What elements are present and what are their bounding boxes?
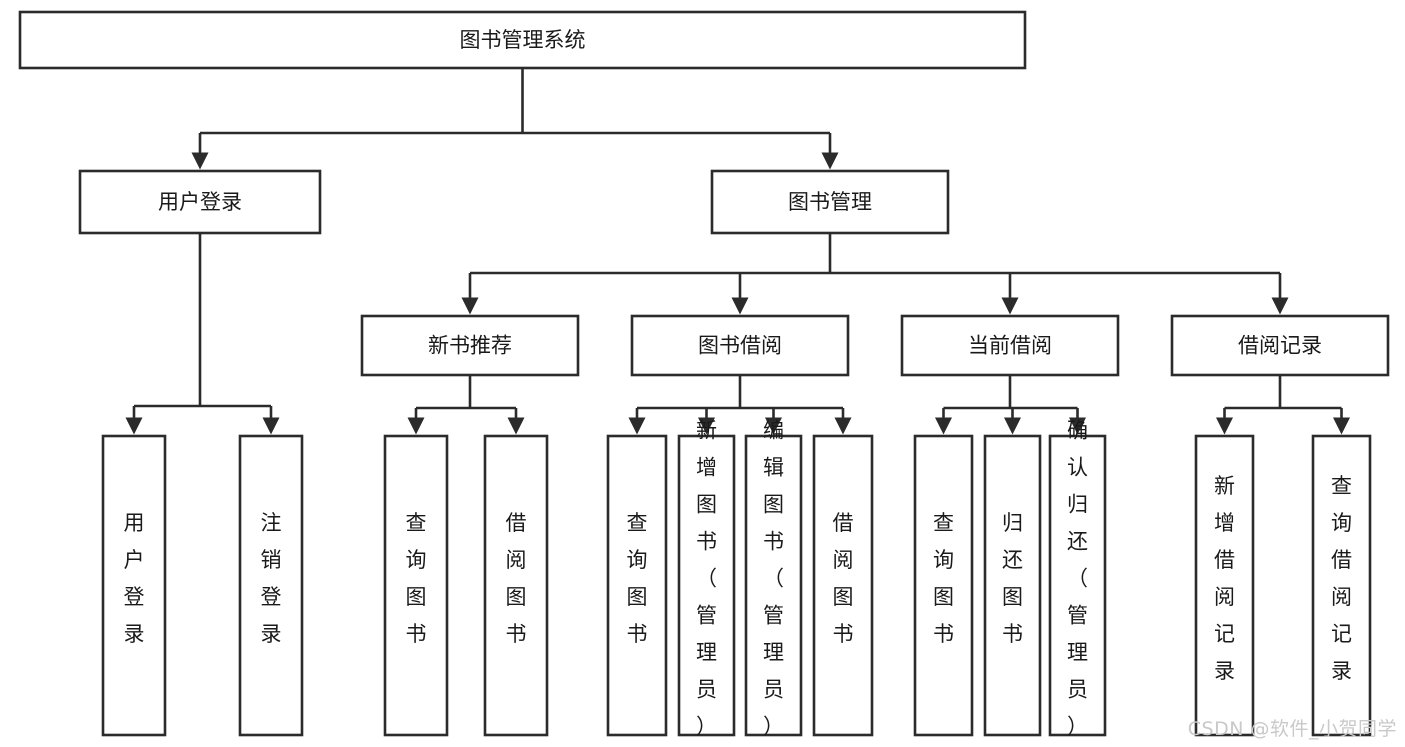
arrow-head-icon (1333, 417, 1350, 435)
arrow-head-icon (731, 297, 749, 315)
node-box-leaf-query-book-current (913, 434, 974, 737)
node-leaf-borrow-book[interactable]: 借阅图书 (812, 434, 874, 737)
node-label-leaf-add-book: 新增图书（管理员） (696, 419, 717, 739)
node-leaf-query-borrow-record[interactable]: 查询借阅记录 (1311, 434, 1372, 737)
arrow-head-icon (1271, 297, 1289, 315)
arrow-head-icon (407, 417, 425, 435)
node-book-management[interactable]: 图书管理 (710, 169, 950, 235)
node-box-leaf-edit-book (744, 434, 803, 737)
node-label-borrow-record: 借阅记录 (1238, 334, 1322, 358)
node-box-current-borrow (900, 314, 1120, 377)
node-box-leaf-add-book (677, 434, 736, 737)
arrow-head-icon (461, 297, 479, 315)
node-label-leaf-query-book-recommend: 查询图书 (406, 511, 427, 646)
arrow-head-icon (1216, 417, 1233, 435)
node-label-book-management: 图书管理 (788, 190, 872, 214)
node-box-leaf-query-book-recommend (383, 434, 449, 737)
arrow-head-icon (821, 152, 839, 170)
node-label-leaf-confirm-return: 确认归还（管理员） (1067, 419, 1088, 739)
node-book-borrow[interactable]: 图书借阅 (630, 314, 850, 377)
node-label-leaf-query-borrow-record: 查询借阅记录 (1331, 474, 1352, 683)
node-label-leaf-query-book-borrow: 查询图书 (627, 511, 648, 646)
arrow-head-icon (125, 417, 143, 435)
node-label-leaf-edit-book: 编辑图书（管理员） (763, 419, 784, 739)
arrow-head-icon (262, 417, 280, 435)
arrow-head-icon (834, 417, 852, 435)
arrow-head-icon (628, 417, 646, 435)
node-box-leaf-return-book (983, 434, 1042, 737)
node-label-leaf-query-book-current: 查询图书 (933, 511, 954, 646)
node-leaf-add-book[interactable]: 新增图书（管理员） (677, 419, 736, 739)
node-box-borrow-record (1170, 314, 1390, 377)
node-leaf-query-book-current[interactable]: 查询图书 (913, 434, 974, 737)
node-box-leaf-borrow-book-recommend (483, 434, 549, 737)
node-label-user-login: 用户登录 (158, 190, 242, 214)
node-leaf-logout-login[interactable]: 注销登录 (238, 434, 304, 737)
node-label-leaf-user-login: 用户登录 (124, 511, 145, 646)
node-new-book-recommend[interactable]: 新书推荐 (360, 314, 580, 377)
connector-layer (125, 68, 1350, 435)
node-leaf-query-book-recommend[interactable]: 查询图书 (383, 434, 449, 737)
node-leaf-borrow-book-recommend[interactable]: 借阅图书 (483, 434, 549, 737)
arrow-head-icon (1004, 417, 1021, 435)
node-leaf-add-borrow-record[interactable]: 新增借阅记录 (1194, 434, 1255, 737)
node-box-leaf-borrow-book (812, 434, 874, 737)
node-current-borrow[interactable]: 当前借阅 (900, 314, 1120, 377)
node-box-leaf-logout-login (238, 434, 304, 737)
arrow-head-icon (1069, 417, 1086, 435)
arrow-head-icon (698, 417, 715, 435)
arrow-head-icon (765, 417, 782, 435)
node-leaf-return-book[interactable]: 归还图书 (983, 434, 1042, 737)
node-leaf-edit-book[interactable]: 编辑图书（管理员） (744, 419, 803, 739)
node-label-leaf-logout-login: 注销登录 (261, 511, 282, 646)
node-box-leaf-user-login (101, 434, 167, 737)
node-label-leaf-borrow-book-recommend: 借阅图书 (506, 511, 527, 646)
node-leaf-confirm-return[interactable]: 确认归还（管理员） (1048, 419, 1107, 739)
node-label-leaf-borrow-book: 借阅图书 (833, 511, 854, 646)
node-label-root: 图书管理系统 (460, 28, 586, 52)
node-box-root (18, 10, 1027, 70)
arrow-head-icon (507, 417, 525, 435)
node-label-book-borrow: 图书借阅 (698, 334, 782, 358)
node-label-new-book-recommend: 新书推荐 (428, 334, 512, 358)
node-box-leaf-add-borrow-record (1194, 434, 1255, 737)
node-box-book-management (710, 169, 950, 235)
node-leaf-user-login[interactable]: 用户登录 (101, 434, 167, 737)
node-box-new-book-recommend (360, 314, 580, 377)
node-label-leaf-add-borrow-record: 新增借阅记录 (1214, 474, 1235, 683)
node-box-book-borrow (630, 314, 850, 377)
node-layer: 图书管理系统用户登录图书管理新书推荐图书借阅当前借阅借阅记录用户登录注销登录查询… (18, 10, 1390, 739)
node-box-user-login (78, 169, 322, 235)
node-box-leaf-query-borrow-record (1311, 434, 1372, 737)
node-label-leaf-return-book: 归还图书 (1002, 511, 1023, 646)
arrow-head-icon (191, 152, 209, 170)
arrow-head-icon (1001, 297, 1019, 315)
node-borrow-record[interactable]: 借阅记录 (1170, 314, 1390, 377)
node-user-login[interactable]: 用户登录 (78, 169, 322, 235)
node-box-leaf-confirm-return (1048, 434, 1107, 737)
node-root[interactable]: 图书管理系统 (18, 10, 1027, 70)
node-leaf-query-book-borrow[interactable]: 查询图书 (606, 434, 668, 737)
node-label-current-borrow: 当前借阅 (968, 334, 1052, 358)
arrow-head-icon (935, 417, 952, 435)
node-box-leaf-query-book-borrow (606, 434, 668, 737)
